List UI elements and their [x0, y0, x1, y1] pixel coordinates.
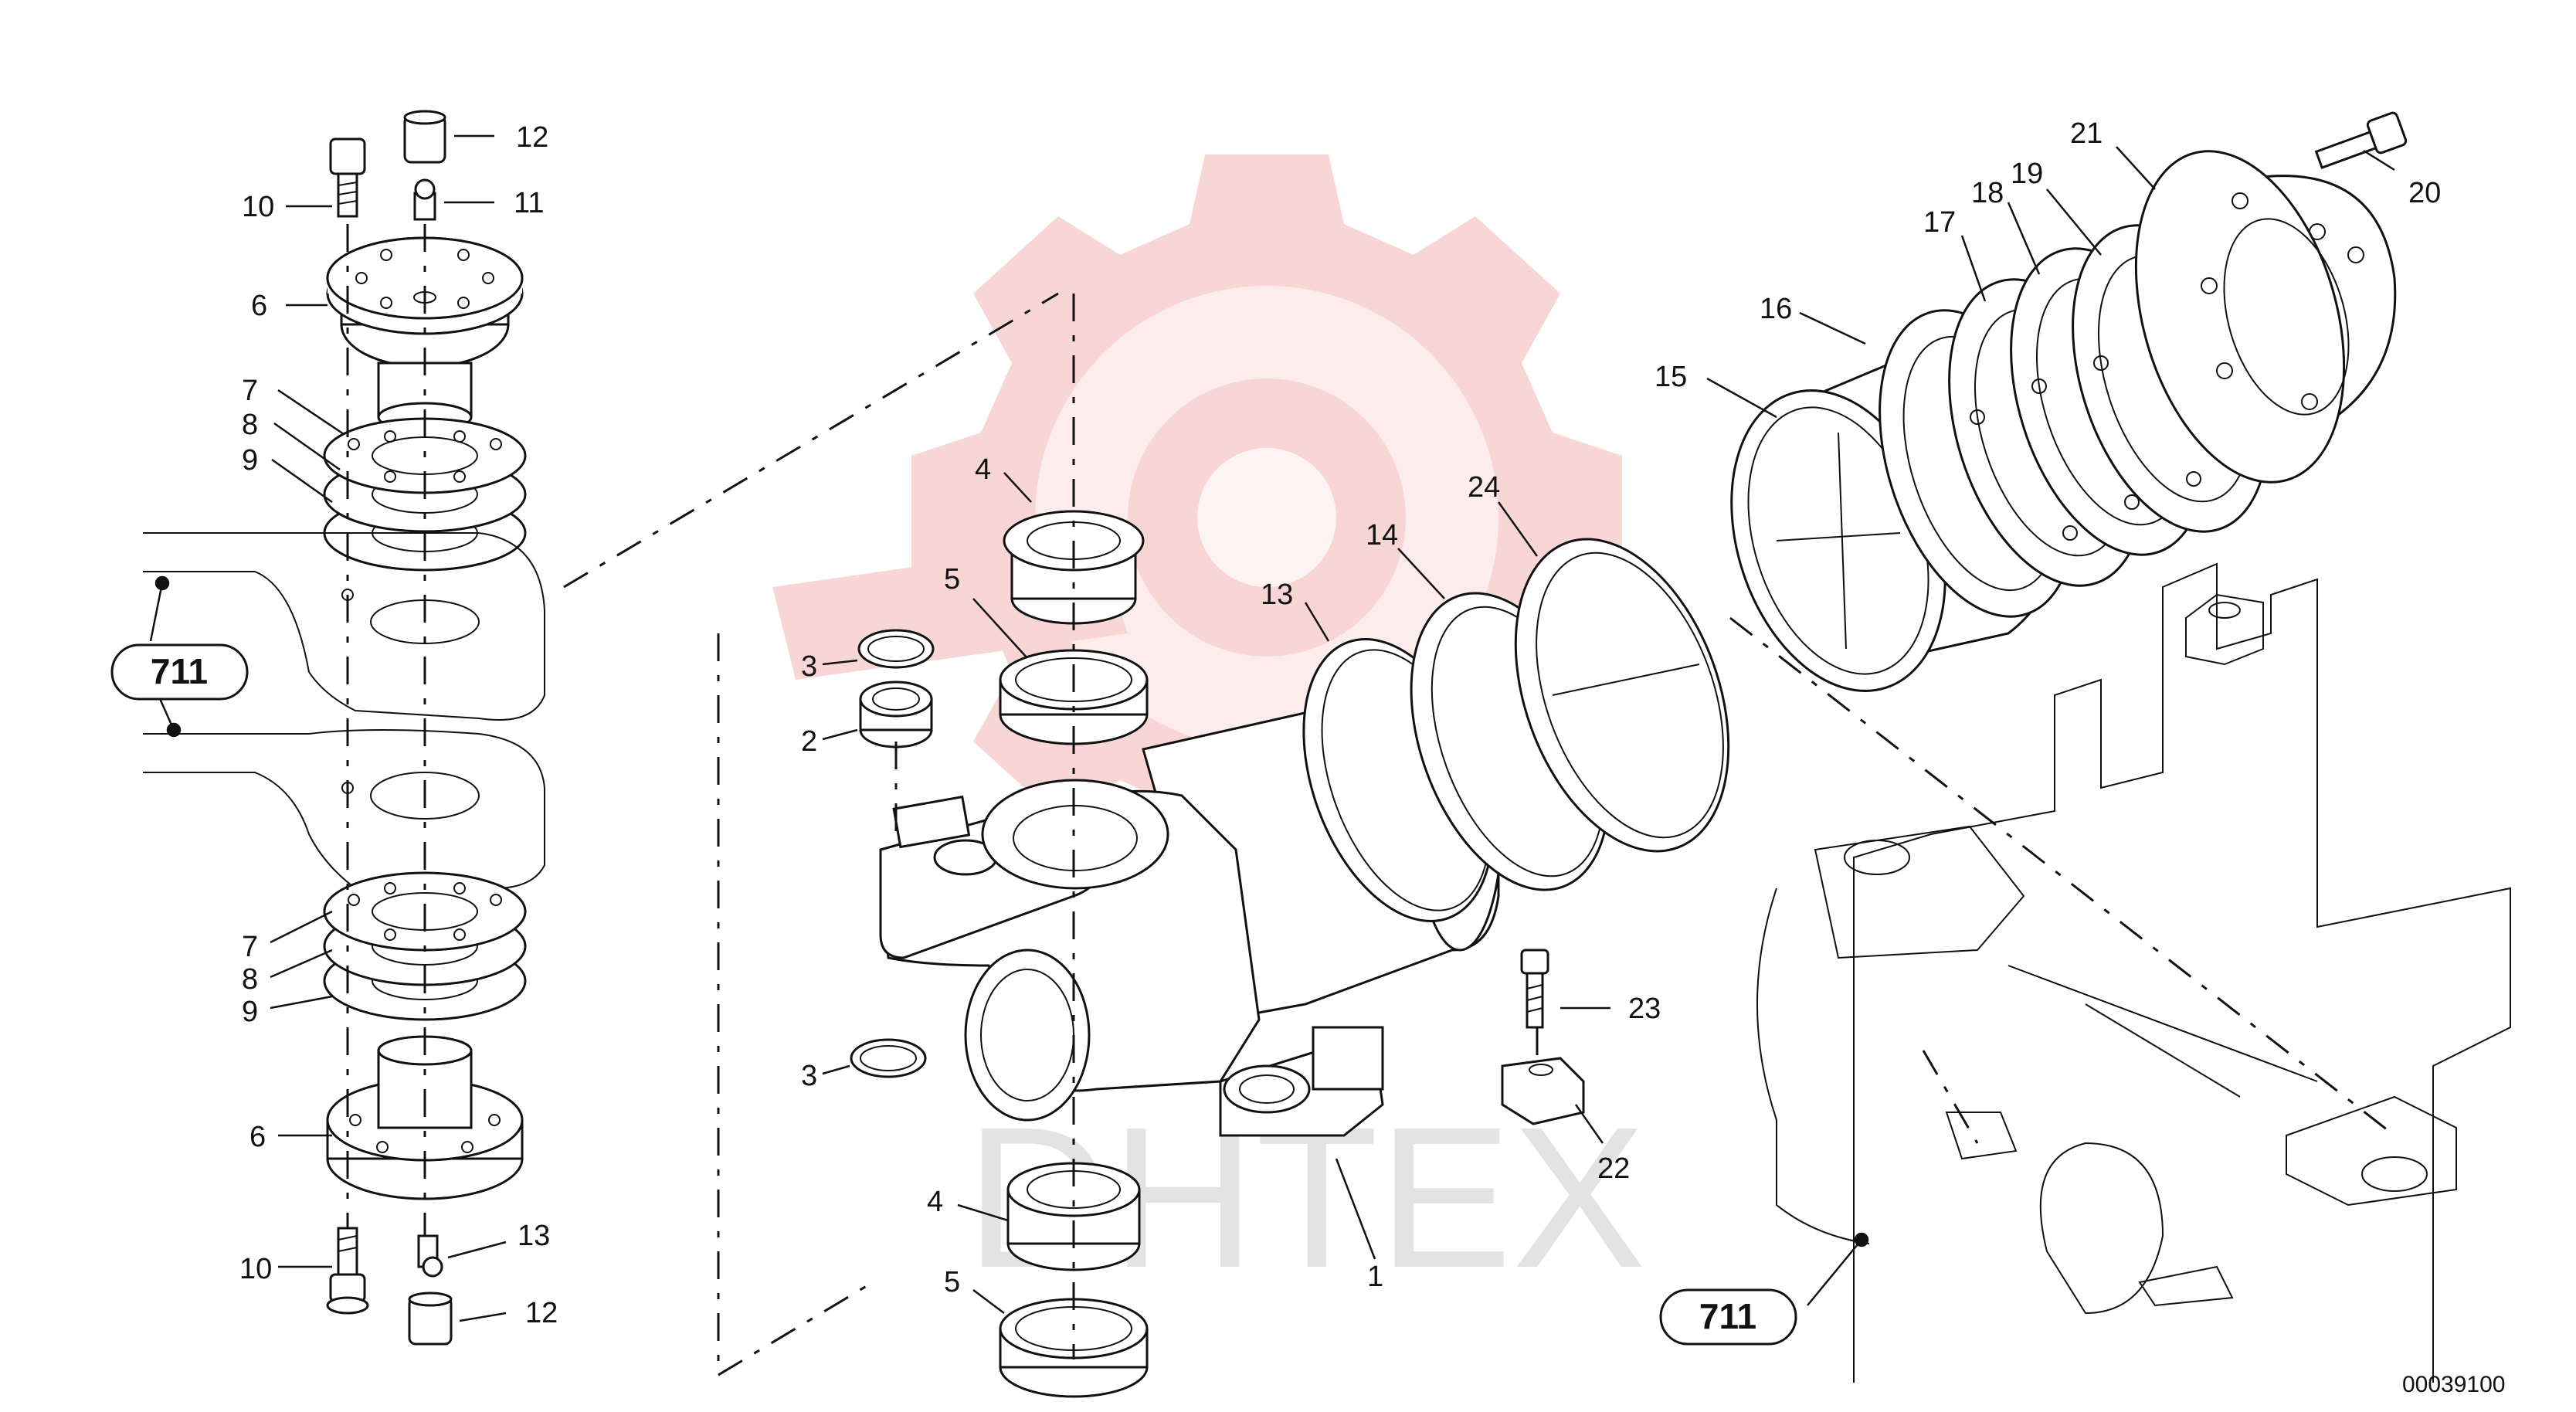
- grease-nipple-13: [417, 1234, 443, 1278]
- callout-21: 21: [2070, 117, 2103, 150]
- seal-24: [1514, 538, 1730, 853]
- knuckle-arm-outline: [143, 531, 545, 889]
- callout-7: 7: [242, 931, 258, 963]
- callout-12: 12: [525, 1297, 558, 1329]
- callout-15: 15: [1655, 361, 1687, 393]
- wedge-block-22: [1501, 1057, 1585, 1125]
- callout-3: 3: [801, 650, 817, 683]
- bolt-20: [2314, 111, 2408, 169]
- callout-20: 20: [2408, 177, 2441, 209]
- callout-labels: 12 10 11 6 7 8 9 7 8 9 6 10 13 12 4 5 3 …: [239, 117, 2441, 1329]
- callout-1: 1: [1367, 1261, 1383, 1293]
- callout-22: 22: [1597, 1152, 1630, 1185]
- left-kingpin-assembly: [143, 110, 545, 1346]
- cap-12-bottom: [408, 1292, 453, 1346]
- callout-4: 4: [927, 1186, 943, 1218]
- callout-8: 8: [242, 409, 258, 441]
- callout-2: 2: [801, 725, 817, 758]
- callout-5: 5: [944, 1266, 960, 1298]
- bolt-23: [1520, 949, 1549, 1029]
- callout-13: 13: [1261, 579, 1293, 611]
- frame-711-outline: [1756, 562, 2511, 1383]
- flange-21: [2134, 150, 2397, 484]
- callout-9: 9: [242, 444, 258, 477]
- callout-11: 11: [514, 187, 544, 219]
- document-number: 00039100: [2402, 1372, 2505, 1397]
- callout-16: 16: [1760, 293, 1792, 325]
- callout-23: 23: [1628, 993, 1661, 1025]
- svg-text:711: 711: [1699, 1296, 1756, 1336]
- snap-ring-3-top: [857, 629, 935, 669]
- callout-14: 14: [1366, 519, 1398, 552]
- axis-line-right-short: [1922, 1050, 1979, 1144]
- grease-nipple-11: [413, 178, 436, 221]
- badge-leaders: [149, 575, 1869, 1306]
- callout-6: 6: [249, 1121, 266, 1153]
- callout-13: 13: [518, 1220, 550, 1252]
- callout-12: 12: [516, 121, 548, 154]
- axis-line-diagonal-bottom: [718, 1281, 874, 1376]
- flange-6-bottom: [326, 1035, 524, 1200]
- svg-text:711: 711: [151, 651, 208, 691]
- bolt-10-bottom: [326, 1227, 369, 1315]
- cap-12-top: [403, 110, 446, 164]
- callout-7: 7: [242, 375, 258, 407]
- callout-10: 10: [242, 191, 274, 223]
- callout-19: 19: [2011, 158, 2043, 190]
- bolt-10-top: [329, 137, 366, 218]
- callout-18: 18: [1971, 177, 2004, 209]
- callout-17: 17: [1923, 206, 1956, 239]
- axis-line-right: [1729, 616, 2395, 1137]
- leader-lines: [270, 134, 2395, 1322]
- axis-line-diagonal-top: [563, 292, 1059, 589]
- assembly-badge-711-left: 711: [110, 643, 249, 701]
- callout-24: 24: [1468, 471, 1500, 504]
- callout-4: 4: [975, 453, 991, 486]
- callout-8: 8: [242, 963, 258, 996]
- snap-ring-3-bottom: [850, 1038, 927, 1078]
- callout-5: 5: [944, 563, 960, 596]
- callout-6: 6: [251, 290, 267, 322]
- callout-3: 3: [801, 1060, 817, 1092]
- callout-10: 10: [239, 1253, 272, 1285]
- bushing-2: [859, 681, 933, 748]
- callout-9: 9: [242, 996, 258, 1028]
- assembly-badge-711-right: 711: [1659, 1288, 1797, 1346]
